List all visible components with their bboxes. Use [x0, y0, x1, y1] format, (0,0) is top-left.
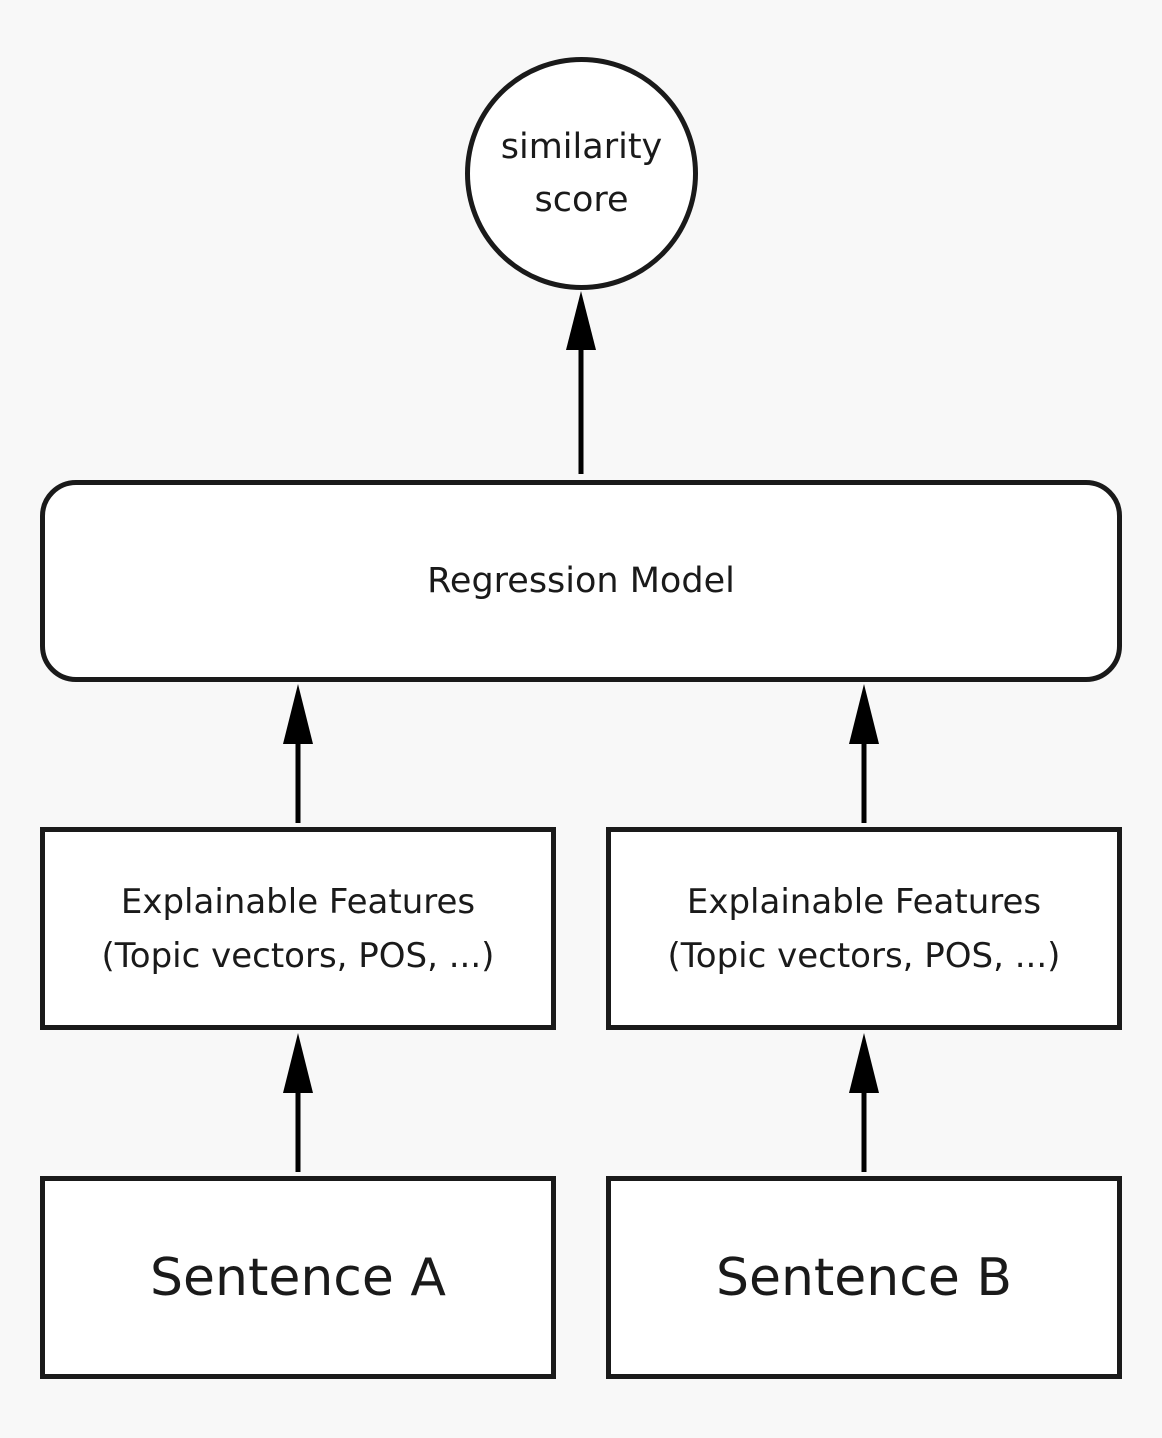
edge-features-b-to-model — [849, 684, 879, 823]
similarity-score-line2: score — [534, 179, 629, 220]
regression-model-label: Regression Model — [427, 561, 735, 601]
features-a-line1: Explainable Features — [120, 881, 476, 922]
edge-sentence-b-to-features — [849, 1033, 879, 1172]
regression-model-node: Regression Model — [40, 480, 1122, 682]
similarity-score-line1: similarity — [500, 126, 663, 167]
sentence-b-node: Sentence B — [606, 1176, 1122, 1379]
sentence-b-label: Sentence B — [715, 1247, 1013, 1308]
features-b-line1: Explainable Features — [686, 881, 1042, 922]
features-a-line2: (Topic vectors, POS, ...) — [101, 935, 495, 976]
sentence-a-label: Sentence A — [150, 1247, 446, 1308]
similarity-score-node: similarity score — [465, 57, 698, 290]
edge-features-a-to-model — [283, 684, 313, 823]
features-node-b: Explainable Features (Topic vectors, POS… — [606, 827, 1122, 1030]
features-node-a: Explainable Features (Topic vectors, POS… — [40, 827, 556, 1030]
edge-model-to-score — [566, 291, 596, 474]
features-b-line2: (Topic vectors, POS, ...) — [667, 935, 1061, 976]
edge-sentence-a-to-features — [283, 1033, 313, 1172]
sentence-a-node: Sentence A — [40, 1176, 556, 1379]
